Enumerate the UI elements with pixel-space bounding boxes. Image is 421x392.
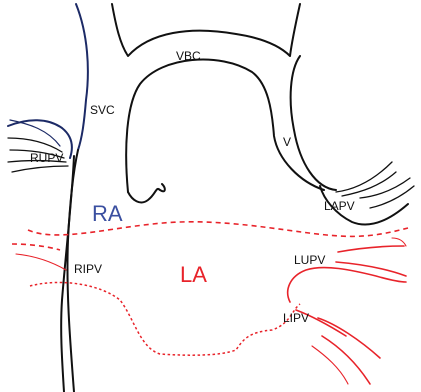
v-label: V [283, 135, 291, 149]
rupv-branch [12, 166, 68, 172]
vbc-label: VBC [176, 49, 201, 63]
la-rim-left [12, 244, 60, 250]
lapv-branch [336, 162, 392, 192]
lipv-vessel [288, 268, 406, 384]
lipv-label: LIPV [283, 311, 309, 325]
rupv-label: RUPV [30, 151, 63, 165]
la-label: LA [180, 262, 207, 287]
vbc-vessel [112, 4, 408, 225]
lapv-label: LAPV [324, 199, 355, 213]
vbc-outer-wall [112, 4, 300, 56]
lupv-tip [392, 238, 406, 246]
vbc-inner-wall [126, 60, 324, 193]
ra-label: RA [92, 201, 123, 226]
svc-label: SVC [90, 103, 115, 117]
ripv-label: RIPV [74, 262, 102, 276]
lupv-label: LUPV [294, 253, 325, 267]
lupv-wall [338, 246, 404, 252]
lapv-branch [342, 172, 396, 196]
vbc-stub [128, 184, 165, 202]
la-upper-border [28, 222, 408, 237]
lipv-wall [288, 268, 406, 302]
svc-vessel [8, 4, 88, 392]
ripv-vessel [16, 254, 66, 270]
svc-upper-wall [76, 4, 88, 150]
ripv-branch [16, 254, 66, 270]
left-atrium [12, 222, 408, 355]
v-outer-wall [291, 56, 336, 190]
